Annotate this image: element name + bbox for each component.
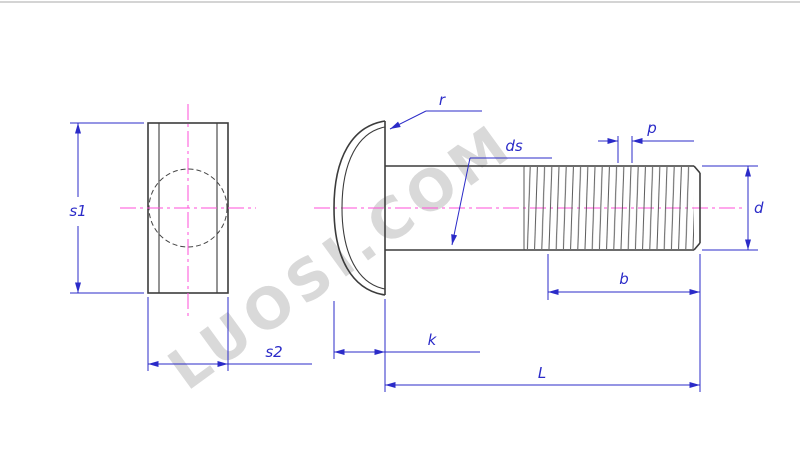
dimension-label-p: p — [646, 119, 657, 137]
front-view-head — [120, 104, 256, 318]
dimension-r: r — [389, 91, 482, 130]
head-dome-outer — [333, 120, 386, 296]
head-dome-inner — [341, 126, 386, 290]
dimension-p: p — [598, 119, 694, 163]
thread-end-chamfer-top — [693, 165, 701, 174]
leader-line — [451, 157, 471, 246]
dimension-label-L: L — [538, 364, 546, 382]
dimension-s1: s1 — [69, 122, 144, 294]
leader-line — [389, 110, 427, 130]
dimension-k: k — [333, 299, 480, 392]
thread-end-chamfer-bottom — [693, 242, 701, 251]
dimension-label-d: d — [754, 199, 764, 217]
dimension-b: b — [547, 254, 701, 392]
thread-hatching — [525, 167, 694, 249]
dimension-label-b: b — [619, 270, 629, 288]
dimension-label-s1: s1 — [69, 202, 86, 220]
dimension-ds: ds — [451, 137, 552, 246]
dimension-label-s2: s2 — [265, 343, 282, 361]
dimension-s2: s2 — [147, 297, 312, 371]
dimension-d: d — [702, 165, 764, 251]
dimension-L: L — [385, 364, 700, 388]
dimension-label-r: r — [439, 91, 446, 109]
dimension-label-ds: ds — [505, 137, 523, 155]
side-view-bolt — [314, 120, 744, 296]
dimension-label-k: k — [428, 331, 438, 349]
